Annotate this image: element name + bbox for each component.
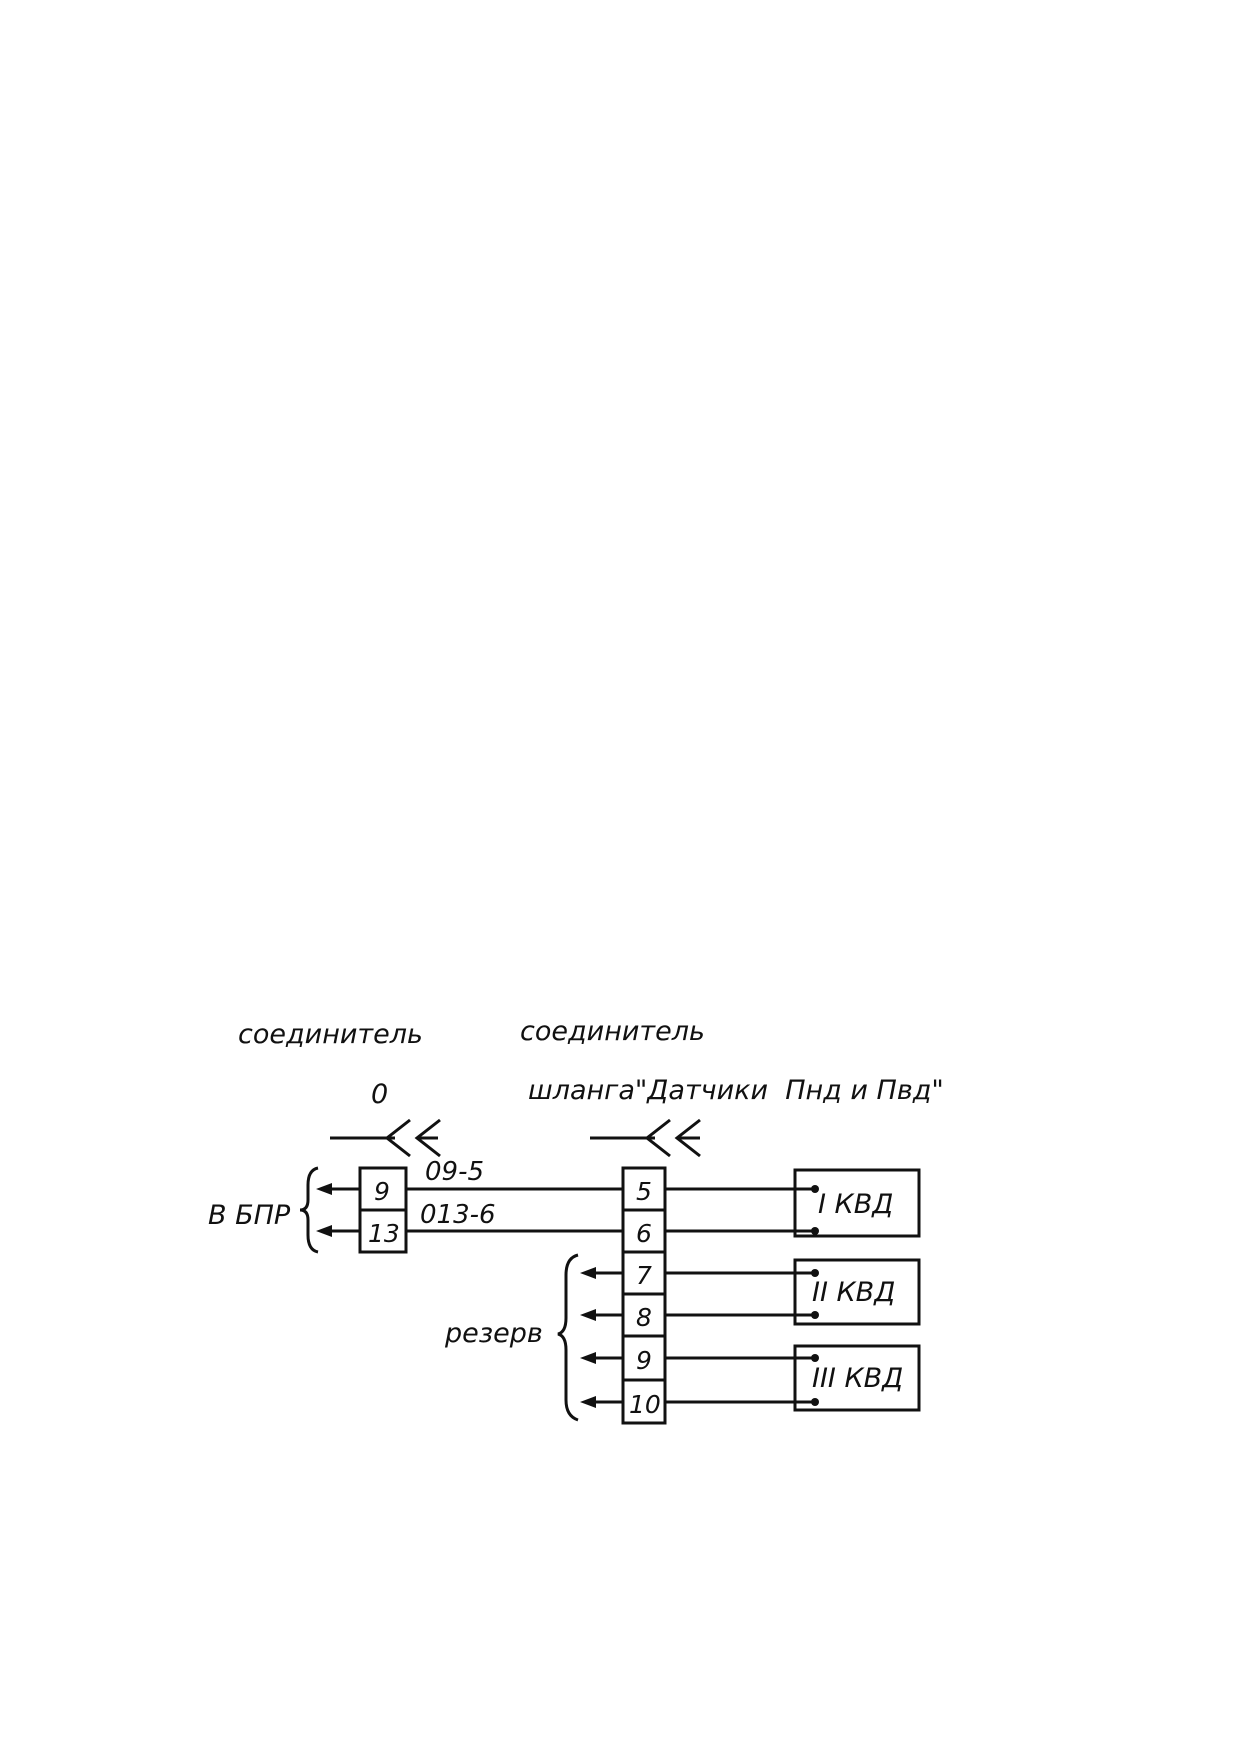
left-connector-block: 9 13 xyxy=(358,1166,408,1254)
right-pin-label: 8 xyxy=(636,1303,652,1332)
right-connector-block: 5 6 7 8 9 10 xyxy=(621,1166,667,1425)
to-bpr-label: В БПР xyxy=(208,1200,291,1231)
sensor-label: II КВД xyxy=(812,1277,895,1308)
right-pin-label: 9 xyxy=(636,1346,652,1375)
left-connector-sub: 0 xyxy=(371,1079,388,1110)
reserve-brace xyxy=(557,1253,579,1422)
left-connector-symbol xyxy=(330,1118,441,1158)
left-connector-title: соединитель xyxy=(238,1019,423,1050)
sensor-box-3: III КВД xyxy=(793,1344,921,1412)
sensor-box-1: I КВД xyxy=(793,1168,921,1238)
wire-label: 09-5 xyxy=(425,1157,484,1187)
left-pin-label: 13 xyxy=(368,1219,400,1248)
sensor-label: I КВД xyxy=(818,1189,893,1220)
right-pin-label: 7 xyxy=(636,1261,652,1290)
wire-label: 013-6 xyxy=(420,1200,496,1230)
right-pin-label: 10 xyxy=(629,1390,661,1419)
right-connector-symbol xyxy=(590,1118,701,1158)
right-connector-sub: шланга"Датчики Пнд и Пвд" xyxy=(528,1075,944,1106)
bpr-arrows xyxy=(299,1166,360,1254)
sensor-label: III КВД xyxy=(812,1363,903,1394)
bpr-brace xyxy=(299,1166,319,1254)
reserve-label: резерв xyxy=(444,1318,543,1349)
right-connector-title: соединитель xyxy=(520,1016,705,1047)
sensor-wires xyxy=(665,1185,819,1406)
reserve-arrows xyxy=(557,1253,623,1422)
right-pin-label: 6 xyxy=(636,1219,652,1248)
sensor-box-2: II КВД xyxy=(793,1258,921,1326)
right-pin-label: 5 xyxy=(636,1177,652,1206)
left-pin-label: 9 xyxy=(374,1177,390,1206)
